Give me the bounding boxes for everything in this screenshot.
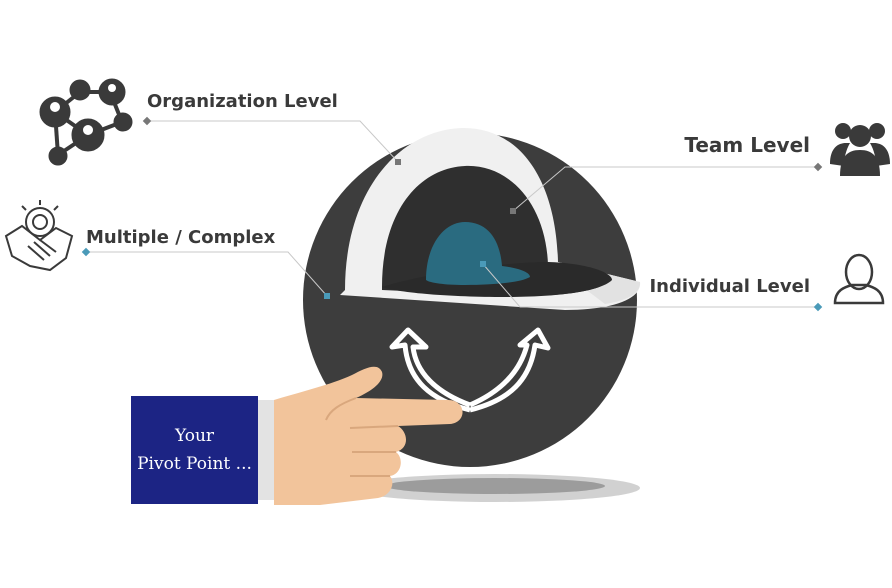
sleeve-band [256, 400, 276, 500]
pivot-line-1: Your [174, 426, 215, 446]
sphere-core [426, 222, 530, 285]
pivot-point-text: Your Pivot Point ... [131, 396, 258, 504]
cuff [131, 396, 258, 504]
connector-individual [482, 263, 818, 308]
pivot-arrows [389, 327, 551, 413]
network-people-icon [39, 78, 133, 166]
organization-level-label: Organization Level [147, 91, 338, 112]
hand-shape [274, 366, 463, 505]
connector-team [512, 166, 818, 212]
sphere-shadow [350, 474, 640, 502]
connector-multiple [86, 251, 328, 297]
team-level-label: Team Level [684, 133, 810, 157]
group-icon [830, 123, 890, 176]
marker-organization-start [142, 116, 152, 126]
connectors [86, 120, 818, 308]
marker-individual-start [813, 302, 823, 312]
marker-multiple-end [324, 293, 330, 299]
marker-team-end [510, 208, 516, 214]
multiple-complex-label: Multiple / Complex [86, 227, 276, 248]
pointing-hand [131, 366, 463, 505]
connector-organization [147, 120, 399, 163]
marker-team-start [813, 162, 823, 172]
pivot-line-2: Pivot Point ... [137, 454, 252, 474]
marker-organization-end [395, 159, 401, 165]
marker-multiple-start [81, 247, 91, 257]
sphere-shadow-core [385, 478, 605, 494]
person-icon [833, 253, 885, 305]
handshake-gear-icon [4, 200, 74, 272]
individual-level-label: Individual Level [649, 276, 810, 297]
marker-individual-end [480, 261, 486, 267]
